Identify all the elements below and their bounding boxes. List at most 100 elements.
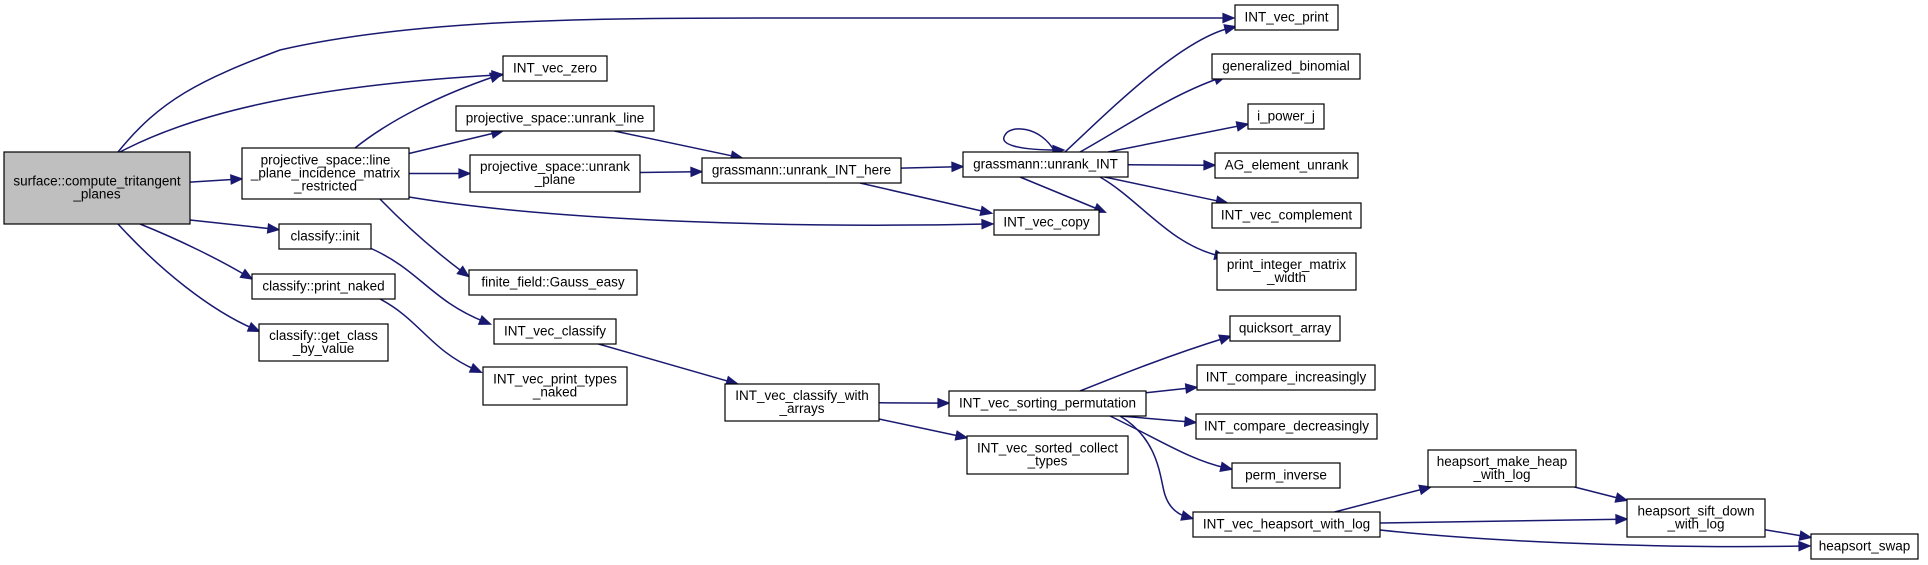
node-int_vec_classify[interactable]: INT_vec_classify [493,318,617,345]
node-ps_unrank_plane[interactable]: projective_space::unrank_plane [469,154,641,193]
edge-line [408,196,988,226]
edge-root-to-classify_print_naked [139,223,254,280]
node-box [1247,103,1325,130]
node-label: generalized_binomial [1222,59,1350,74]
node-label: AG_element_unrank [1225,158,1349,173]
node-ps_unrank_line[interactable]: projective_space::unrank_line [455,105,655,132]
edge-root-to-int_vec_print [117,12,1236,153]
edge-int_vec_heapsort-to-heapsort_make_heap [1334,484,1433,513]
edge-grass_here-to-grass_unrank [900,161,965,173]
edge-line [354,75,497,149]
node-label: print_integer_matrix [1227,257,1347,272]
edge-line [139,223,248,277]
node-i_power_j[interactable]: i_power_j [1247,103,1325,130]
node-int_vec_classify_arrays[interactable]: INT_vec_classify_with_arrays [724,383,880,422]
node-heapsort_swap[interactable]: heapsort_swap [1810,533,1919,560]
edge-ps_line_plane-to-int_vec_zero [354,72,504,149]
node-classify_print_naked[interactable]: classify::print_naked [251,273,396,300]
edge-ps_line_plane-to-ps_unrank_line [408,128,505,155]
edge-ps_line_plane-to-ps_unrank_plane [409,168,472,179]
edge-line [1119,415,1191,423]
edge-line [878,418,962,438]
node-label: surface::compute_tritangent [13,174,181,189]
edge-line [1099,176,1221,257]
node-label: grassmann::unrank_INT [973,157,1118,172]
node-layer: surface::compute_tritangent_planesINT_ve… [3,4,1919,560]
edge-root-to-classify_init [189,219,281,234]
node-box [962,151,1129,178]
node-label: _types [1027,454,1068,469]
node-heapsort_sift_down[interactable]: heapsort_sift_down_with_log [1626,498,1766,538]
edge-line [1379,518,1622,524]
node-box [1229,315,1341,342]
node-int_vec_copy[interactable]: INT_vec_copy [993,209,1100,236]
node-quicksort_array[interactable]: quicksort_array [1229,315,1341,342]
node-int_vec_sorting_perm[interactable]: INT_vec_sorting_permutation [948,390,1147,417]
edge-line [598,343,733,384]
arrowhead-icon [266,223,281,234]
node-grass_here[interactable]: grassmann::unrank_INT_here [701,157,902,184]
node-int_vec_sorted_collect[interactable]: INT_vec_sorted_collect_types [966,435,1129,475]
arrowhead-icon [1615,513,1629,525]
arrowhead-icon [1203,159,1217,171]
node-gauss_easy[interactable]: finite_field::Gauss_easy [468,269,638,296]
node-label: INT_vec_sorted_collect [977,441,1118,456]
node-grass_unrank[interactable]: grassmann::unrank_INT [962,151,1129,178]
node-int_vec_zero[interactable]: INT_vec_zero [502,55,608,82]
node-gen_binomial[interactable]: generalized_binomial [1211,53,1361,80]
node-box [258,323,389,362]
arrowhead-icon [937,397,951,409]
node-box [3,151,191,225]
node-label: projective_space::unrank_line [466,111,645,126]
arrowhead-icon [1218,334,1233,345]
edge-layer [117,12,1813,552]
node-box [251,273,396,300]
node-perm_inverse[interactable]: perm_inverse [1231,462,1341,489]
edge-line [189,178,237,183]
node-int_vec_complement[interactable]: INT_vec_complement [1211,202,1362,229]
node-heapsort_make_heap[interactable]: heapsort_make_heap_with_log [1427,449,1577,488]
arrowhead-icon [981,218,995,230]
node-root[interactable]: surface::compute_tritangent_planes [3,151,191,225]
node-box [1427,449,1577,488]
node-ps_line_plane[interactable]: projective_space::line_plane_incidence_m… [241,147,410,200]
edge-int_vec_heapsort-to-heapsort_sift_down [1379,513,1629,525]
node-int_vec_heapsort[interactable]: INT_vec_heapsort_with_log [1192,511,1381,538]
node-classify_init[interactable]: classify::init [278,223,372,250]
edge-line [189,219,274,230]
node-label: _width [1266,270,1306,285]
edge-line [408,131,498,155]
node-int_compare_inc[interactable]: INT_compare_increasingly [1196,364,1376,391]
node-box [1192,511,1381,538]
node-label: grassmann::unrank_INT_here [712,163,891,178]
node-label: INT_vec_copy [1003,215,1090,230]
edge-int_vec_sorting_perm-to-int_vec_heapsort [1119,415,1195,521]
node-box [1231,462,1341,489]
node-int_vec_print[interactable]: INT_vec_print [1234,4,1339,31]
arrowhead-icon [239,268,254,280]
node-box [1211,53,1361,80]
edge-root-to-classify_get_class [117,223,261,333]
node-box [278,223,372,250]
arrowhead-icon [488,72,504,83]
node-label: INT_vec_classify_with [735,388,869,403]
arrowhead-icon [1222,12,1236,24]
node-int_compare_dec[interactable]: INT_compare_decreasingly [1195,413,1378,440]
edge-line [1119,415,1188,518]
node-label: INT_vec_sorting_permutation [959,396,1136,411]
node-classify_get_class[interactable]: classify::get_class_by_value [258,323,389,362]
node-label: perm_inverse [1245,468,1327,483]
node-ag_unrank[interactable]: AG_element_unrank [1214,152,1359,179]
edge-ps_line_plane-to-gauss_easy [379,198,471,278]
edge-line [1002,128,1059,153]
edge-root-to-ps_line_plane [189,174,244,185]
arrowhead-icon [951,161,965,173]
node-print_int_matrix[interactable]: print_integer_matrix_width [1216,252,1357,291]
node-label: INT_vec_print_types [493,372,617,387]
node-int_vec_print_types[interactable]: INT_vec_print_types_naked [482,366,628,406]
edge-int_vec_sorting_perm-to-perm_inverse [1109,415,1234,473]
node-box [701,157,902,184]
node-label: INT_vec_complement [1221,208,1353,223]
edge-int_vec_heapsort-to-heapsort_swap [1379,529,1812,552]
